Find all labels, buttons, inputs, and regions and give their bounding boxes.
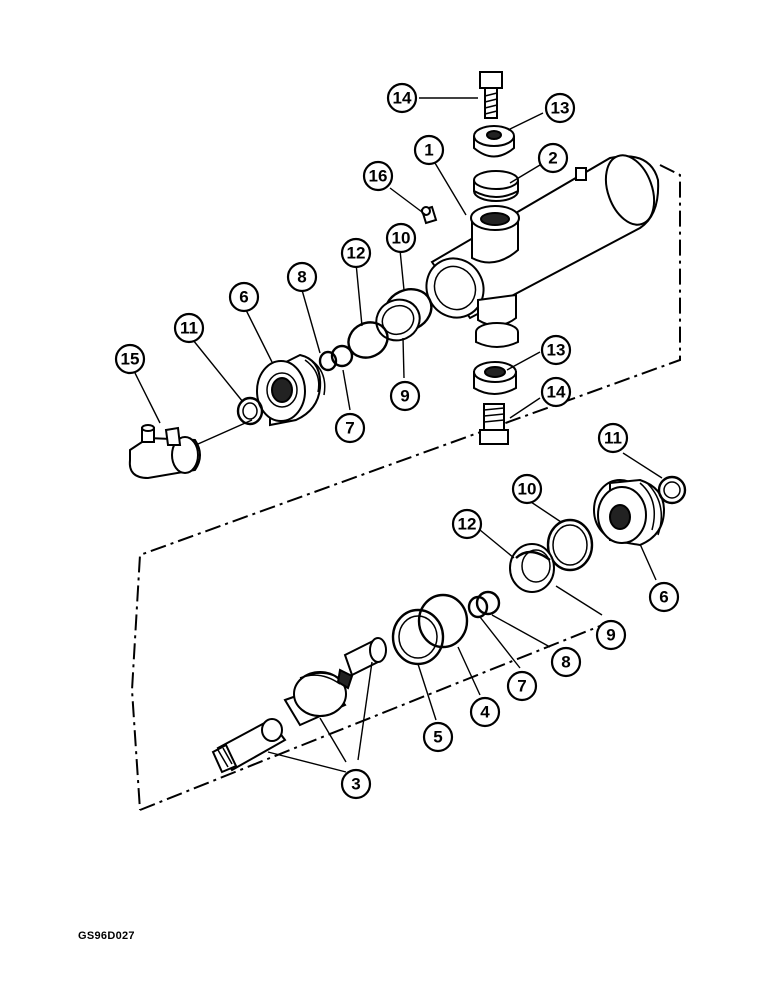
callout-1: 1 [413, 134, 445, 166]
callout-13-lower: 13 [540, 334, 572, 366]
svg-text:5: 5 [433, 728, 442, 747]
svg-text:6: 6 [659, 588, 668, 607]
upper-bolt [479, 71, 503, 119]
callout-14-lower: 14 [540, 376, 572, 408]
callout-6-lower: 6 [648, 581, 680, 613]
svg-text:11: 11 [180, 319, 198, 338]
svg-text:11: 11 [604, 429, 622, 448]
wiper-seal-lower [657, 475, 687, 505]
gland-head-lower [593, 478, 666, 547]
svg-text:9: 9 [400, 387, 409, 406]
svg-text:4: 4 [480, 703, 490, 722]
callout-10-upper: 10 [385, 222, 417, 254]
svg-text:8: 8 [561, 653, 570, 672]
svg-text:12: 12 [347, 244, 366, 263]
piston-rod-assembly [211, 637, 387, 774]
svg-text:14: 14 [393, 89, 412, 108]
callout-14-upper: 14 [386, 82, 418, 114]
svg-text:14: 14 [547, 383, 566, 402]
callout-6-upper: 6 [228, 281, 260, 313]
upper-bushing [473, 170, 519, 202]
callout-9-lower: 9 [595, 619, 627, 651]
enclosure-lines [130, 164, 681, 811]
svg-text:1: 1 [424, 141, 433, 160]
callout-7-lower: 7 [506, 670, 538, 702]
rod-end-upper [128, 424, 201, 480]
rod-seal-upper-group [318, 288, 433, 372]
svg-text:10: 10 [392, 229, 411, 248]
svg-text:6: 6 [239, 288, 248, 307]
piston-lower [509, 543, 555, 593]
lower-bolt [479, 403, 509, 445]
callout-3: 3 [340, 768, 372, 800]
callout-9-upper: 9 [389, 380, 421, 412]
callout-11-lower: 11 [597, 422, 629, 454]
wiper-seal-upper [236, 396, 264, 426]
callout-12-lower: 12 [451, 508, 483, 540]
drawing-id-label: GS96D027 [78, 930, 135, 942]
svg-text:10: 10 [518, 480, 537, 499]
rod-centerline [197, 419, 253, 445]
callout-8-upper: 8 [286, 261, 318, 293]
callout-13-upper: 13 [544, 92, 576, 124]
svg-text:15: 15 [121, 350, 140, 369]
callout-11-upper: 11 [173, 312, 205, 344]
lower-cap [473, 361, 517, 395]
callout-15: 15 [114, 343, 146, 375]
svg-text:7: 7 [345, 419, 354, 438]
svg-text:9: 9 [606, 626, 615, 645]
piston-ring-lower [546, 518, 594, 572]
callout-2: 2 [537, 142, 569, 174]
callout-12-upper: 12 [340, 237, 372, 269]
callout-8-lower: 8 [550, 646, 582, 678]
svg-text:12: 12 [458, 515, 477, 534]
lower-bushing [475, 322, 519, 348]
small-rings-lower [467, 590, 501, 619]
svg-text:16: 16 [369, 167, 388, 186]
leader-lines [134, 97, 663, 773]
callout-7-upper: 7 [334, 412, 366, 444]
callout-5: 5 [422, 721, 454, 753]
gland-head-upper [256, 353, 326, 427]
svg-text:8: 8 [297, 268, 306, 287]
svg-text:3: 3 [351, 775, 360, 794]
cylinder-barrel [425, 154, 660, 327]
grease-fitting [420, 205, 438, 225]
svg-text:2: 2 [548, 149, 557, 168]
svg-text:7: 7 [517, 677, 526, 696]
upper-cap [473, 125, 515, 158]
back-up-rings [391, 593, 469, 666]
callout-10-lower: 10 [511, 473, 543, 505]
callout-16: 16 [362, 160, 394, 192]
callout-4: 4 [469, 696, 501, 728]
svg-text:13: 13 [551, 99, 570, 118]
svg-text:13: 13 [547, 341, 566, 360]
